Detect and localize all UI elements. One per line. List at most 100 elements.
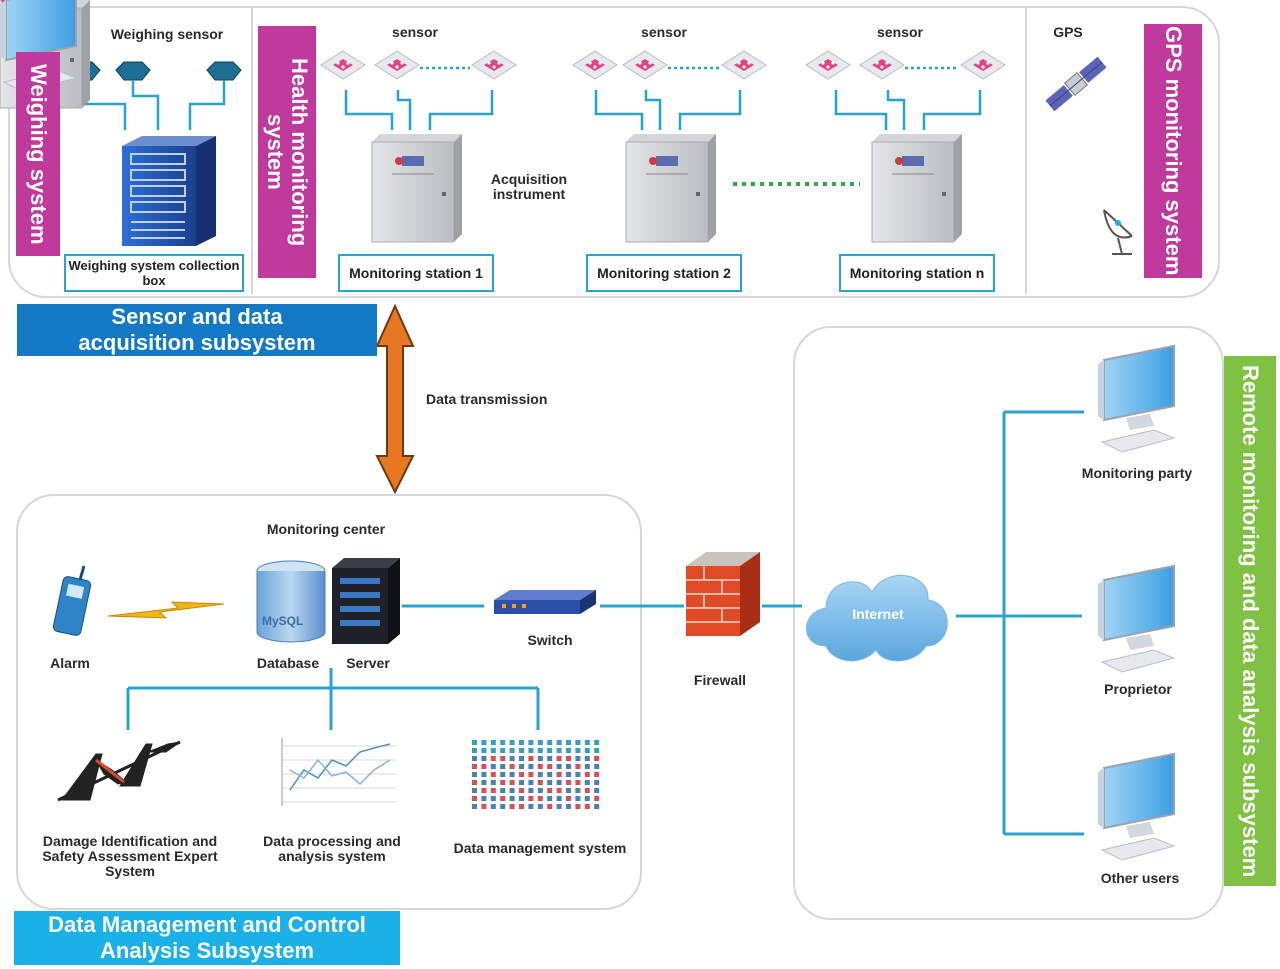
grid-cell	[472, 804, 477, 809]
grid-cell	[528, 764, 534, 769]
grid-cell	[537, 796, 543, 801]
grid-cell	[528, 772, 534, 777]
firewall-label: Firewall	[693, 672, 747, 688]
gps-label: GPS	[1053, 24, 1083, 40]
switch-label: Switch	[527, 632, 573, 648]
grid-cell	[575, 796, 581, 801]
grid-cell	[509, 780, 515, 785]
grid-cell	[472, 780, 477, 785]
grid-cell	[556, 740, 562, 745]
grid-cell	[528, 804, 534, 809]
grid-cell	[500, 772, 506, 777]
divider-health-gps	[1025, 8, 1027, 294]
weighing-sensor-label: Weighing sensor	[110, 26, 224, 42]
grid-cell	[537, 748, 543, 753]
grid-cell	[537, 764, 543, 769]
grid-cell	[547, 740, 553, 745]
grid-cell	[537, 740, 543, 745]
sensor-group-2	[572, 50, 767, 80]
grid-cell	[537, 788, 543, 793]
sensor-group-1	[320, 50, 517, 80]
grid-cell	[566, 772, 571, 777]
weighing-sensor-icon	[65, 61, 242, 81]
grid-cell	[500, 796, 506, 801]
grid-cell	[481, 780, 487, 785]
grid-cell	[575, 804, 581, 809]
grid-cell	[556, 764, 562, 769]
grid-cell	[509, 764, 515, 769]
grid-cell	[481, 796, 487, 801]
grid-cell	[575, 788, 581, 793]
grid-cell	[500, 756, 506, 761]
database-label: Database	[256, 655, 320, 671]
acquisition-instrument-label: Acquisition instrument	[490, 171, 568, 202]
grid-cell	[547, 804, 553, 809]
grid-cell	[519, 748, 524, 753]
grid-cell	[575, 740, 581, 745]
damage-identification-label: Damage Identification and Safety Assessm…	[42, 833, 218, 879]
grid-cell	[547, 772, 553, 777]
grid-cell	[481, 772, 487, 777]
grid-cell	[472, 772, 477, 777]
grid-cell	[566, 804, 571, 809]
grid-cell	[472, 796, 477, 801]
grid-cell	[566, 780, 571, 785]
grid-cell	[584, 740, 590, 745]
data-management-subsystem-banner: Data Management and Control Analysis Sub…	[14, 911, 400, 965]
server-label: Server	[346, 655, 390, 671]
firewall-icon	[686, 552, 760, 636]
svg-text:MySQL: MySQL	[262, 614, 303, 628]
data-grid-thumbnail-icon	[472, 740, 600, 809]
grid-cell	[490, 780, 496, 785]
grid-cell	[509, 740, 515, 745]
grid-cell	[528, 740, 534, 745]
grid-cell	[566, 756, 571, 761]
internet-label: Internet	[852, 606, 904, 622]
grid-cell	[481, 788, 487, 793]
grid-cell	[584, 756, 590, 761]
server-rack-icon	[332, 558, 400, 644]
grid-cell	[519, 764, 524, 769]
grid-cell	[528, 756, 534, 761]
grid-cell	[594, 804, 600, 809]
grid-cell	[575, 780, 581, 785]
grid-cell	[472, 740, 477, 745]
grid-cell	[584, 772, 590, 777]
data-transmission-arrow	[375, 303, 415, 495]
grid-cell	[547, 756, 553, 761]
grid-cell	[594, 756, 600, 761]
grid-cell	[509, 772, 515, 777]
grid-cell	[509, 796, 515, 801]
grid-cell	[528, 748, 534, 753]
grid-cell	[519, 788, 524, 793]
data-transmission-label: Data transmission	[426, 391, 548, 407]
grid-cell	[500, 740, 506, 745]
grid-cell	[556, 748, 562, 753]
grid-cell	[519, 756, 524, 761]
database-icon: MySQL	[256, 560, 326, 643]
sensor-group-n	[805, 50, 1006, 80]
grid-cell	[500, 780, 506, 785]
data-processing-label: Data processing and analysis system	[263, 833, 401, 864]
grid-cell	[594, 764, 600, 769]
grid-cell	[490, 788, 496, 793]
grid-cell	[575, 756, 581, 761]
grid-cell	[490, 764, 496, 769]
grid-cell	[594, 780, 600, 785]
grid-cell	[481, 804, 487, 809]
grid-cell	[500, 764, 506, 769]
grid-cell	[472, 756, 477, 761]
grid-cell	[566, 764, 571, 769]
user-other-users: Other users	[1100, 870, 1180, 886]
grid-cell	[472, 748, 477, 753]
grid-cell	[556, 804, 562, 809]
grid-cell	[528, 788, 534, 793]
weighing-system-label: Weighing system	[16, 52, 60, 256]
user-monitoring-party: Monitoring party	[1081, 465, 1193, 481]
grid-cell	[584, 804, 590, 809]
line-chart-thumbnail-icon	[281, 738, 396, 806]
grid-cell	[481, 756, 487, 761]
sensor-label-2: sensor	[641, 24, 687, 40]
sensor-label-n: sensor	[877, 24, 923, 40]
grid-cell	[500, 748, 506, 753]
